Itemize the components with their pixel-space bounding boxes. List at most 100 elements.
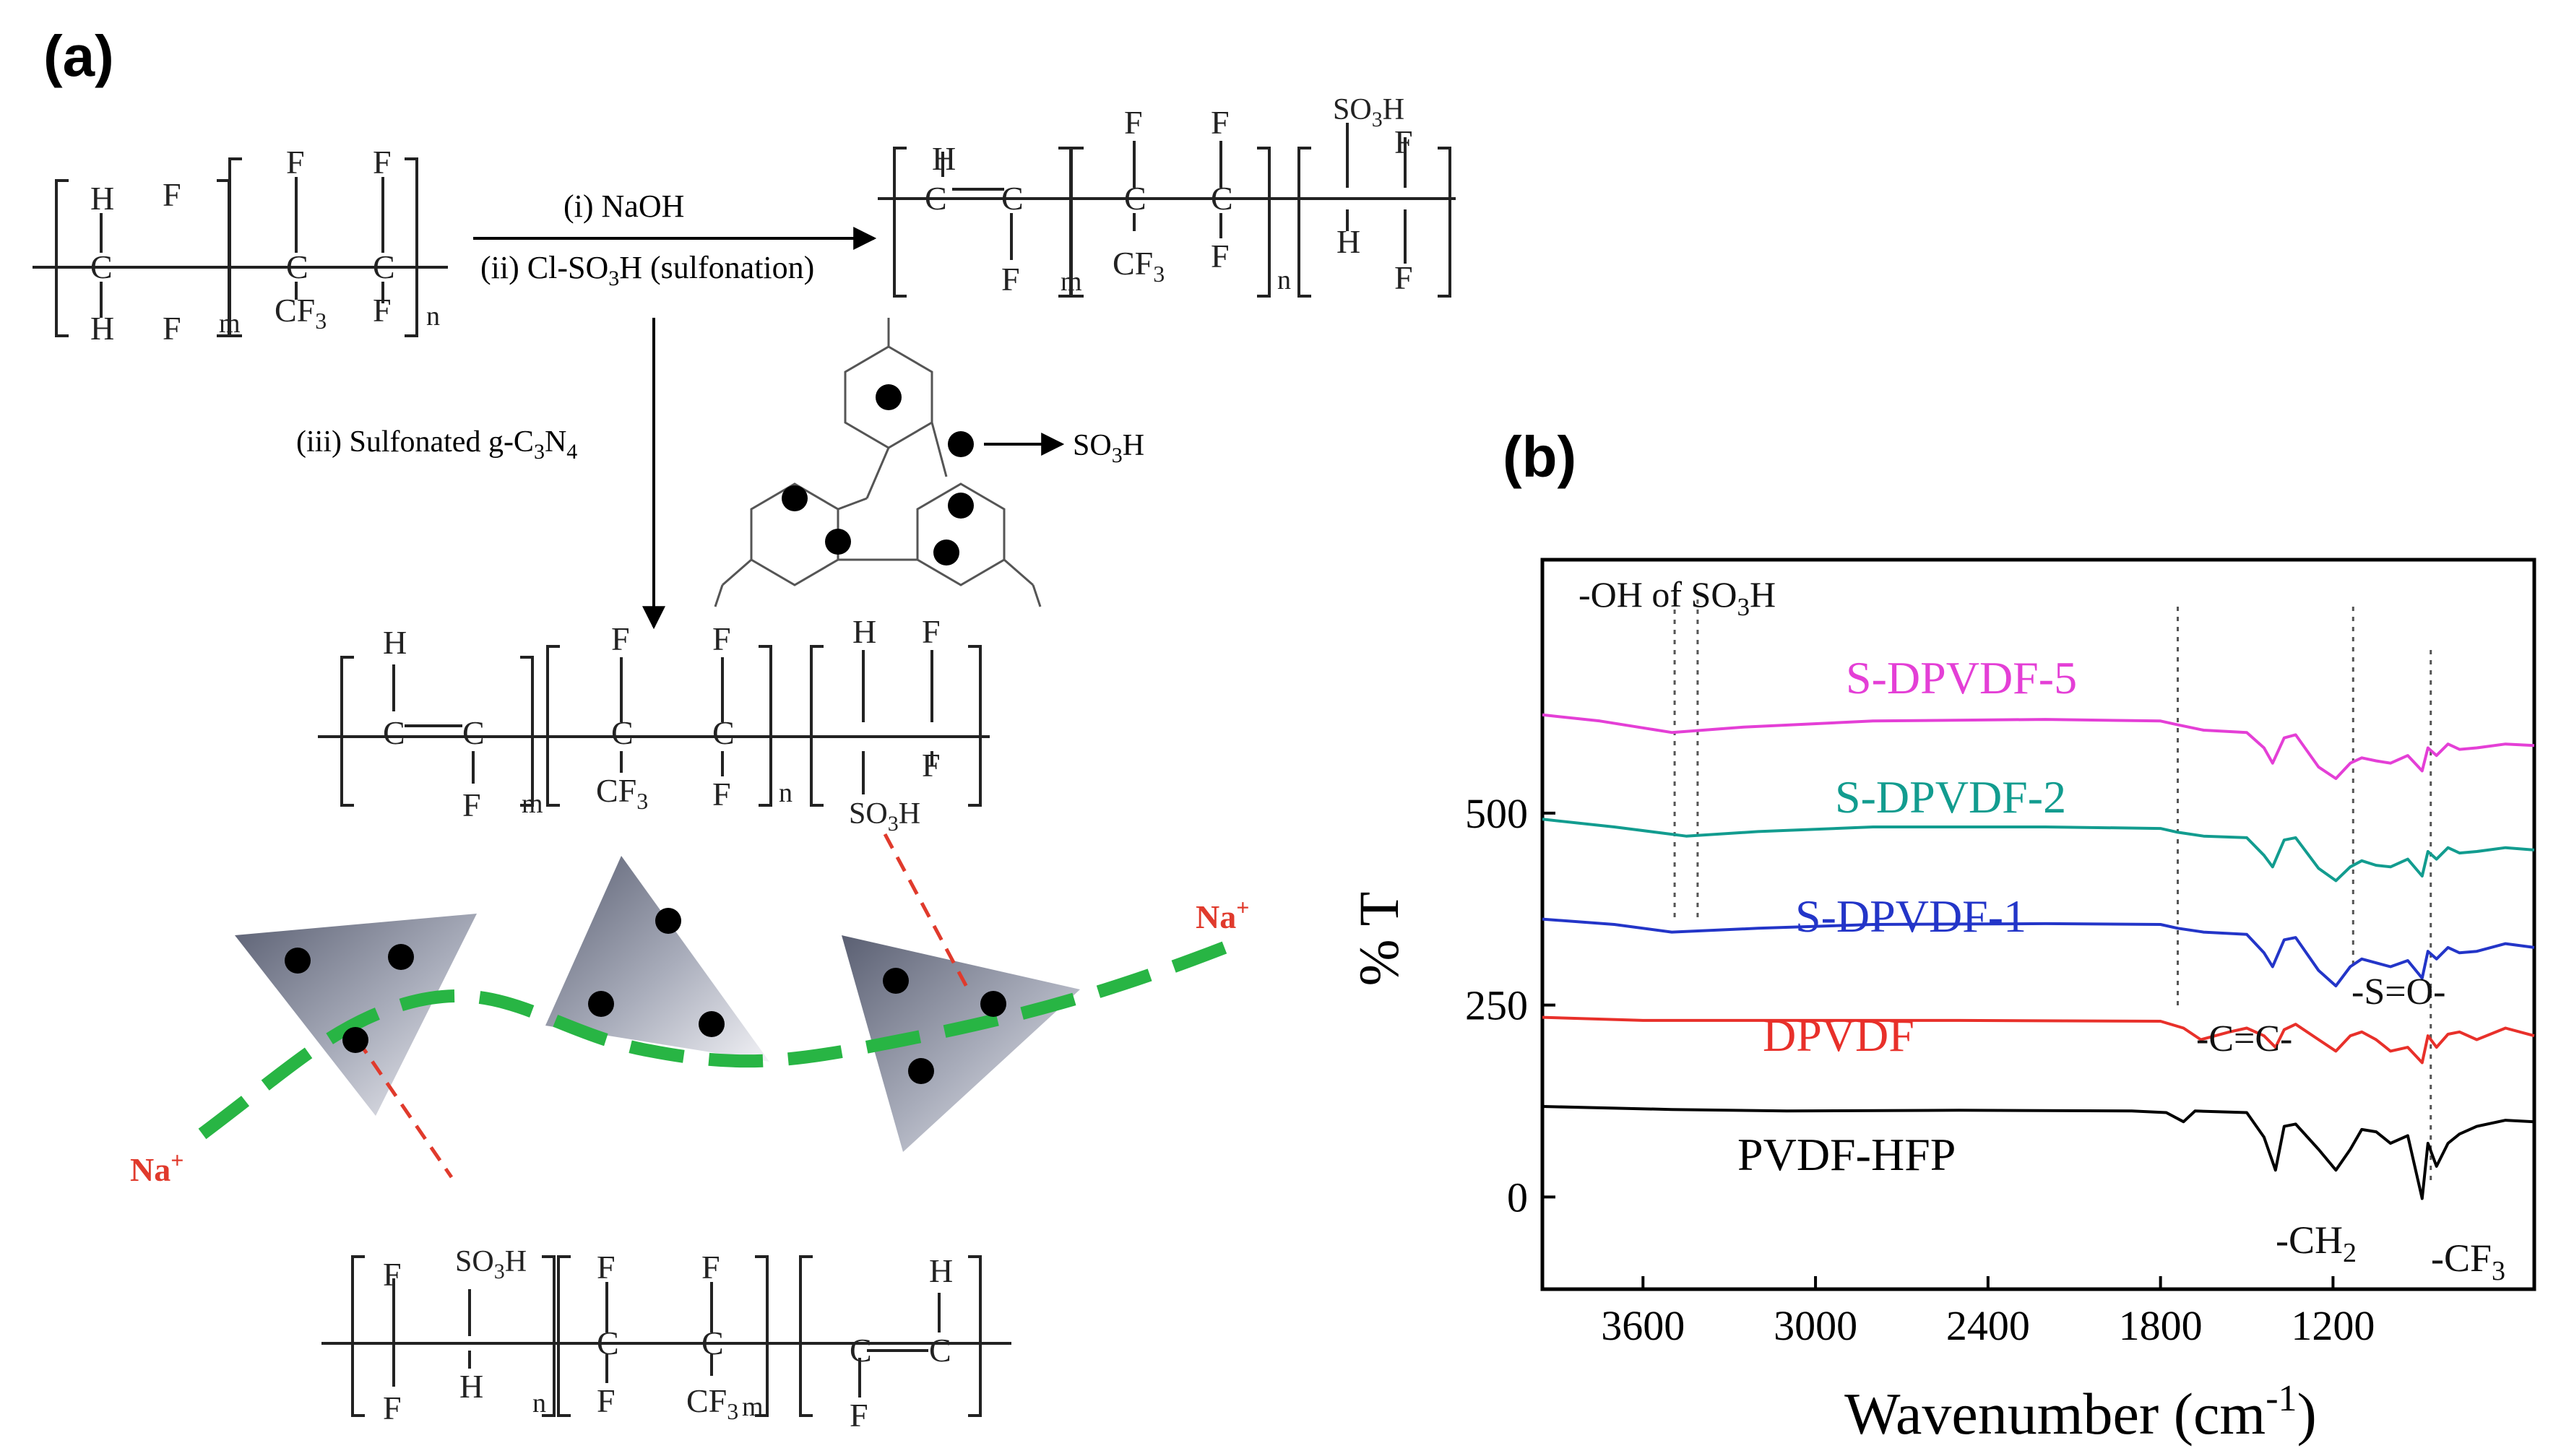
atom-label: C <box>701 1325 724 1361</box>
step3-arrow: (iii) Sulfonated g-C3N4 <box>296 318 665 630</box>
atom-label: F <box>611 620 630 657</box>
y-tick-label: 0 <box>1507 1174 1528 1221</box>
atom-label: C <box>611 714 634 751</box>
particle-dot <box>285 948 311 974</box>
middle-structure <box>318 645 990 807</box>
series-label: S-DPVDF-2 <box>1835 771 2066 823</box>
series-line <box>1542 713 2535 780</box>
atom-label: F <box>373 144 392 181</box>
annotation-label: -CH2 <box>2276 1218 2357 1268</box>
series-label: PVDF-HFP <box>1737 1129 1956 1180</box>
atom-label: H <box>90 180 114 217</box>
bottom-structure <box>321 1255 1011 1417</box>
series-line <box>1542 1105 2535 1200</box>
gc3n4-sites <box>782 384 974 566</box>
cf3-label: CF3 <box>275 292 327 334</box>
subscript-m: m <box>522 789 543 819</box>
atom-label: C <box>383 714 405 751</box>
atom-label: H <box>929 1252 953 1289</box>
series-line <box>1542 818 2535 883</box>
reactant-atoms: H C H F F m F C CF3 F C F n <box>90 144 440 347</box>
atom-label: F <box>712 620 731 657</box>
x-tick-label: 1200 <box>2291 1302 2375 1349</box>
step1-label: (i) NaOH <box>563 188 684 224</box>
ion-schematic: Na+ Na+ <box>130 833 1249 1188</box>
annotation-label: -OH of SO3H <box>1578 574 1776 621</box>
atom-label: F <box>462 786 481 823</box>
atom-label: C <box>925 180 947 217</box>
atom-label: C <box>929 1332 951 1369</box>
cf3-label: CF3 <box>1113 245 1165 287</box>
atom-label: C <box>1211 180 1233 217</box>
atom-label: C <box>850 1332 872 1369</box>
annotation-label: -CF3 <box>2431 1236 2505 1286</box>
panel-a-label: (a) <box>43 24 114 88</box>
atom-label: F <box>163 310 181 347</box>
particle-dot <box>342 1027 368 1053</box>
subscript-n: n <box>779 778 793 808</box>
cf3-label: CF3 <box>596 772 648 814</box>
atom-label: F <box>850 1397 868 1434</box>
x-tick-label: 3000 <box>1774 1302 1857 1349</box>
y-tick-label: 500 <box>1465 790 1528 837</box>
atom-label: C <box>373 248 395 285</box>
sulfonic-site-dot <box>782 485 808 511</box>
atom-label: F <box>712 776 731 812</box>
panel-b-label: (b) <box>1503 425 1576 489</box>
atom-label: C <box>712 714 735 751</box>
subscript-m: m <box>1061 266 1082 297</box>
atom-label: F <box>1001 261 1020 298</box>
atom-label: F <box>1211 104 1230 141</box>
sulfonic-site-dot <box>948 493 974 519</box>
x-tick-label: 3600 <box>1601 1302 1685 1349</box>
atom-label: C <box>597 1325 619 1361</box>
gc3n4-legend: SO3H <box>984 429 1144 467</box>
atom-label: F <box>1211 238 1230 274</box>
atom-label: F <box>286 144 305 181</box>
annotation-label: -S=O- <box>2351 971 2445 1013</box>
atom-label: F <box>383 1256 402 1293</box>
atom-label: F <box>1394 124 1413 160</box>
particle-dot <box>655 908 681 934</box>
so3h-label: SO3H <box>1073 429 1144 467</box>
particle-dot <box>699 1011 725 1037</box>
x-tick-label: 2400 <box>1946 1302 2030 1349</box>
atom-label: C <box>1124 180 1146 217</box>
particle-dot <box>588 991 614 1017</box>
ion-pathway <box>198 940 1231 1140</box>
atom-label: C <box>462 714 485 751</box>
atom-label: H <box>459 1368 483 1405</box>
atom-label: F <box>922 747 941 784</box>
atom-label: H <box>932 140 956 177</box>
series-line <box>1542 1015 2535 1065</box>
atom-label: F <box>597 1382 616 1419</box>
so3h-label: SO3H <box>455 1245 527 1283</box>
na-ion-label: Na+ <box>130 1147 183 1188</box>
series-label: S-DPVDF-1 <box>1795 890 2026 942</box>
so3h-label: SO3H <box>1333 93 1404 131</box>
atom-label: F <box>383 1390 402 1426</box>
x-tick-label: 1800 <box>2119 1302 2203 1349</box>
bottom-atoms: F F SO3H H n F C F F C CF3 m C F H C <box>383 1245 953 1434</box>
subscript-m: m <box>742 1392 764 1422</box>
atom-label: F <box>1124 104 1143 141</box>
y-axis-label: % T <box>1347 892 1410 987</box>
plot-frame <box>1540 558 2536 1291</box>
sulfonic-site-dot <box>876 384 902 410</box>
panel-a: (a) H C H F F m F C CF3 F C F <box>33 24 1456 1434</box>
interaction-line <box>883 833 970 991</box>
atom-label: C <box>1001 180 1024 217</box>
subscript-n: n <box>426 301 440 332</box>
atom-label: C <box>286 248 308 285</box>
subscript-n: n <box>1277 265 1291 295</box>
atom-label: F <box>163 176 181 213</box>
middle-atoms: H C C F m F C CF3 F C F n H F F SO3H <box>383 613 941 836</box>
so3h-label: SO3H <box>849 797 920 836</box>
atom-label: F <box>1394 259 1413 296</box>
subscript-n: n <box>532 1388 546 1418</box>
particle-dot <box>980 991 1006 1017</box>
